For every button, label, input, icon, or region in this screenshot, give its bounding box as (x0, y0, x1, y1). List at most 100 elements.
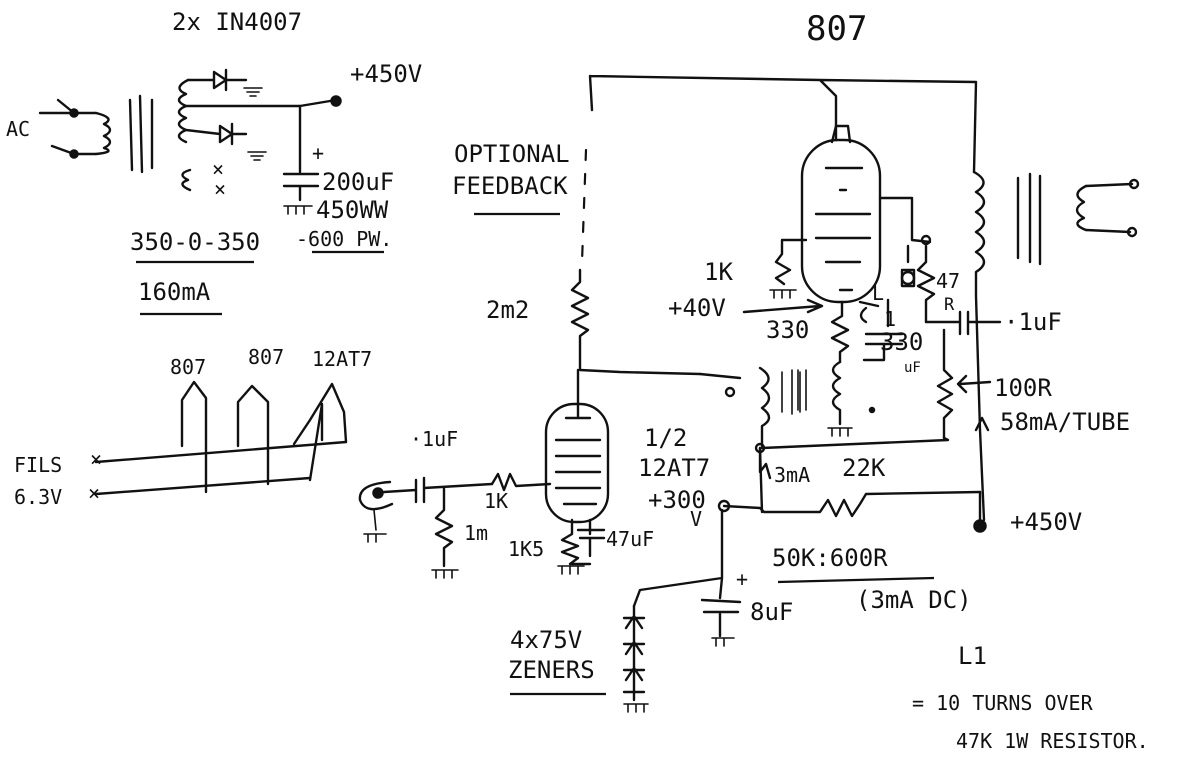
diode-top-ground-icon (243, 87, 263, 97)
ac-lead-bottom (50, 144, 98, 156)
screen-node (920, 234, 932, 246)
heater-12at7 (292, 382, 348, 482)
l1-note: L1 = 10 TURNS OVER 47K 1W RESISTOR. (912, 642, 1149, 753)
grid-resistor-ground-icon (769, 289, 797, 299)
screen-lead (878, 196, 932, 244)
l1-note-line2: 47K 1W RESISTOR. (956, 729, 1149, 753)
grid-leak-label: 1m (464, 521, 488, 545)
lower-coil-dot (868, 406, 876, 414)
load-to-rail (758, 446, 764, 514)
transformer-core (128, 94, 154, 174)
top-rail (588, 74, 978, 174)
speaker-leads (1084, 182, 1134, 234)
heater-807a (180, 380, 208, 494)
cap-plus-label: + (312, 141, 324, 165)
zener-ground-icon (623, 703, 649, 713)
diode-bottom (184, 122, 248, 146)
heater-label-807b: 807 (248, 345, 284, 369)
cathode-resistor (830, 300, 850, 364)
tube-current-label: 58mA/TUBE (1000, 408, 1130, 436)
ac-label: AC (6, 117, 30, 141)
speaker-terminal-top (1128, 178, 1140, 190)
heater-label-807a: 807 (170, 355, 206, 379)
choke-dc-label: (3mA DC) (856, 586, 972, 614)
anode-cap (830, 124, 852, 144)
screen-choke-loop (900, 270, 916, 286)
feedback-dashed-link (580, 148, 588, 264)
hv-label-bottom: +450V (1010, 508, 1082, 536)
zener-string (622, 604, 646, 702)
anode-load-node (724, 386, 736, 398)
half-label: 1/2 (644, 424, 687, 452)
cathode-capacitor (862, 332, 904, 362)
l1-coil (858, 298, 890, 328)
feedback-resistor-label: 2m2 (486, 296, 529, 324)
cap-ground-icon (283, 205, 313, 215)
100r-arrow (956, 374, 992, 394)
reg-cap-ground-icon (711, 637, 735, 647)
cap-200-label: 200uF (322, 168, 394, 196)
choke-ratio-label: 50K:600R (772, 544, 888, 572)
output-tube-electrodes (814, 166, 872, 292)
reg-cap-plus: + (736, 567, 748, 591)
heater-807b (236, 384, 270, 486)
screen-coupling-cap-label: ·1uF (1004, 308, 1062, 336)
hv-bottom-terminal (973, 519, 987, 533)
choke-underline (777, 576, 935, 584)
output-grid-resistor-label: 1K (704, 258, 733, 286)
interstage-network: 3mA 22K +450V 50K:600R (3mA DC) + 8uF 4x… (508, 366, 1082, 713)
diode-bottom-ground-icon (247, 151, 267, 161)
filament-buses (94, 440, 348, 496)
reservoir-capacitor (282, 104, 320, 202)
tube-title: 807 (806, 9, 867, 49)
feedback-path: OPTIONAL FEEDBACK 2m2 (452, 140, 702, 376)
cathode-resistor-label: 1K5 (508, 537, 544, 561)
output-stage: 807 1K +40V 330 L 1 330 uF 4 (588, 9, 1140, 522)
output-transformer-core (1016, 172, 1042, 266)
input-tube-electrodes (554, 402, 602, 506)
cap-450-label: 450WW (316, 196, 389, 224)
bias-arrow (742, 298, 824, 314)
output-transformer-primary (972, 170, 986, 522)
ac-lead-top (38, 98, 98, 115)
l1-note-line1: = 10 TURNS OVER (912, 691, 1094, 715)
cathode-cap-label: 330 (880, 328, 923, 356)
lower-coil (831, 360, 842, 426)
input-cap-label: ·1uF (410, 427, 458, 451)
anode-load-coil (698, 366, 771, 448)
fils-voltage: 6.3V (14, 485, 62, 509)
grid-leak-resistor (434, 486, 454, 568)
bus-x-top: × (90, 447, 102, 471)
cathode-cap-label: 47uF (606, 527, 654, 551)
output-grid-resistor (774, 238, 808, 286)
bus-x-bottom: × (88, 481, 100, 505)
cathode-resistor-label: 330 (766, 316, 809, 344)
heater-winding (181, 168, 192, 192)
lower-coil-ground-icon (827, 427, 853, 437)
input-stage: ·1uF 1K 1m 1K5 47uF 1/2 12AT7 +300 V (358, 368, 710, 579)
b-plus-300-node (717, 499, 731, 513)
screen-100r-resistor (936, 328, 954, 440)
output-tube-envelope (800, 138, 882, 304)
diode-top (186, 68, 248, 92)
fils-label: FILS (14, 453, 62, 477)
reg-cap-label: 8uF (750, 598, 793, 626)
current-arrow (974, 416, 990, 432)
transformer-secondary (177, 78, 190, 144)
screen-resistor-label: 47 (936, 269, 960, 293)
input-jack-tip (372, 487, 384, 499)
heater-wiring: 807 807 12AT7 × × FILS 6.3V (14, 345, 372, 509)
bias-return-wire (760, 436, 950, 450)
hv-terminal (330, 95, 342, 107)
transformer-600-label: -600 PW. (296, 227, 392, 251)
speaker-terminal-bottom (1126, 226, 1138, 238)
feedback-label: FEEDBACK (452, 172, 568, 200)
lower-coil-core (797, 369, 807, 411)
b-plus-300-unit: V (690, 507, 702, 531)
zener-label: ZENERS (508, 656, 595, 684)
heater-x-2: × (214, 177, 226, 201)
transformer-current: 160mA (138, 278, 211, 306)
l1-letter: L (872, 281, 884, 305)
zener-count-label: 4x75V (510, 626, 582, 654)
rectified-output-wire (184, 98, 338, 108)
